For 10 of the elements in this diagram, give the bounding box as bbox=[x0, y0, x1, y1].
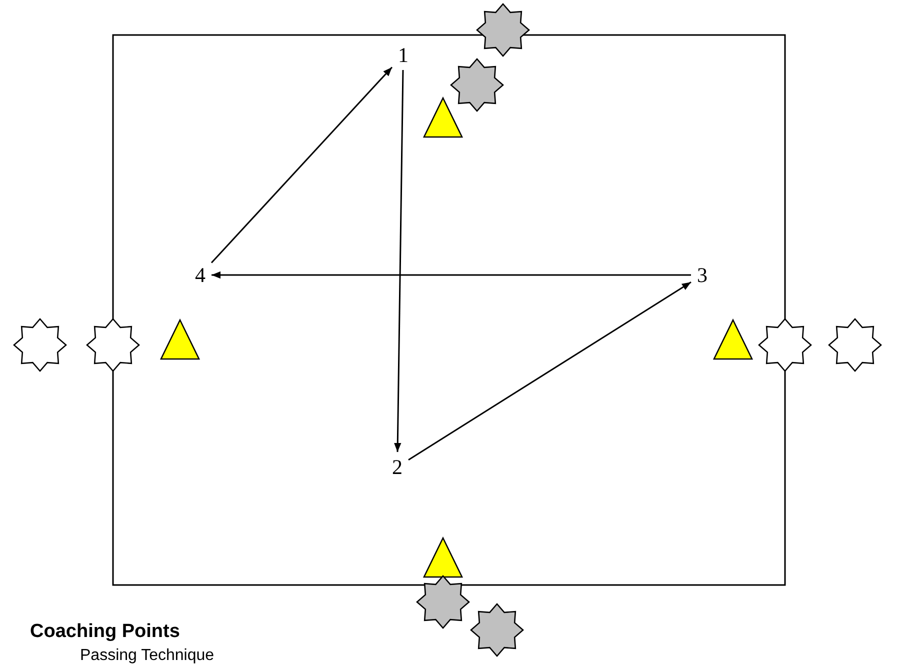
station-number: 2 bbox=[386, 452, 408, 482]
arrow bbox=[394, 70, 404, 452]
arrow bbox=[212, 271, 691, 279]
station-number: 4 bbox=[189, 260, 212, 290]
arrow bbox=[210, 66, 393, 264]
arrow bbox=[408, 281, 692, 461]
heading-text: Coaching Points bbox=[30, 621, 180, 643]
station-number: 1 bbox=[392, 40, 414, 70]
station-number: 3 bbox=[691, 260, 714, 290]
note-text: Passing Technique bbox=[80, 647, 214, 665]
